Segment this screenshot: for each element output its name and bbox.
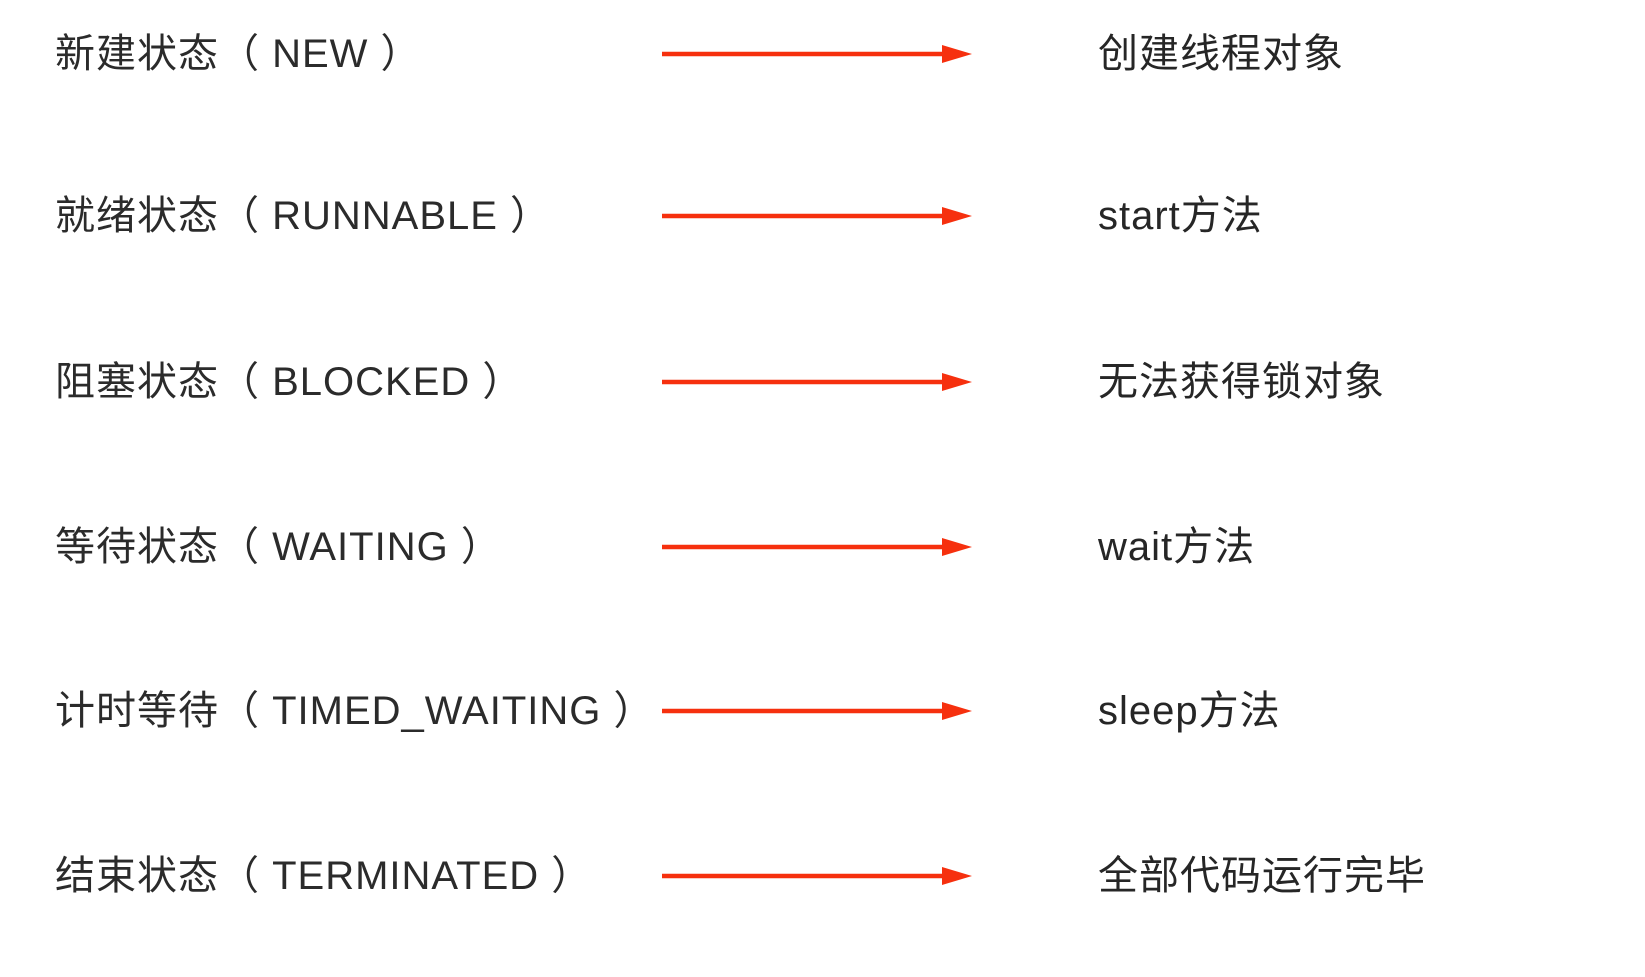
state-label: 新建状态（ NEW ） bbox=[55, 32, 422, 76]
state-label: 就绪状态（ RUNNABLE ） bbox=[55, 194, 552, 238]
right-arrow-icon bbox=[660, 42, 972, 66]
state-description: 创建线程对象 bbox=[1098, 32, 1344, 76]
state-description: sleep方法 bbox=[1098, 689, 1281, 733]
state-description: 全部代码运行完毕 bbox=[1098, 854, 1426, 898]
right-arrow-icon bbox=[660, 864, 972, 888]
state-description: 无法获得锁对象 bbox=[1098, 360, 1385, 404]
right-arrow-icon bbox=[660, 370, 972, 394]
state-label: 计时等待（ TIMED_WAITING ） bbox=[55, 689, 655, 733]
right-arrow-icon bbox=[660, 204, 972, 228]
state-row-timed-waiting: 计时等待（ TIMED_WAITING ） sleep方法 bbox=[55, 675, 1645, 739]
state-label: 阻塞状态（ BLOCKED ） bbox=[55, 360, 524, 404]
state-row-waiting: 等待状态（ WAITING ） wait方法 bbox=[55, 511, 1645, 575]
state-label: 结束状态（ TERMINATED ） bbox=[55, 854, 593, 898]
state-description: start方法 bbox=[1098, 194, 1263, 238]
state-row-blocked: 阻塞状态（ BLOCKED ） 无法获得锁对象 bbox=[55, 346, 1645, 410]
right-arrow-icon bbox=[660, 699, 972, 723]
state-row-new: 新建状态（ NEW ） 创建线程对象 bbox=[55, 18, 1645, 82]
state-description: wait方法 bbox=[1098, 525, 1256, 569]
state-label: 等待状态（ WAITING ） bbox=[55, 525, 502, 569]
right-arrow-icon bbox=[660, 535, 972, 559]
state-row-runnable: 就绪状态（ RUNNABLE ） start方法 bbox=[55, 180, 1645, 244]
state-row-terminated: 结束状态（ TERMINATED ） 全部代码运行完毕 bbox=[55, 840, 1645, 904]
